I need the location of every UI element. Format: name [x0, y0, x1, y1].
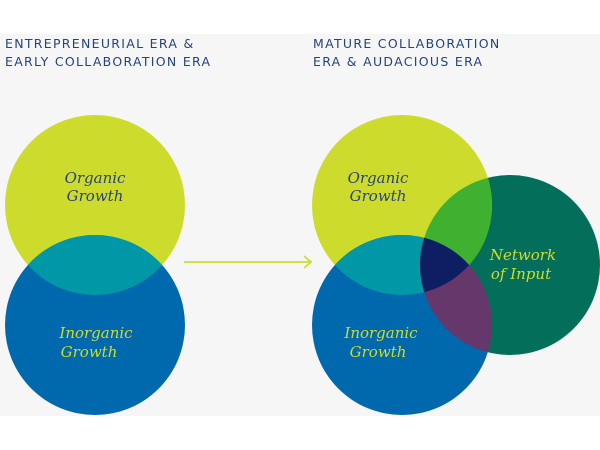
- right-network-label-1: Network: [489, 246, 556, 264]
- right-organic-label-2: Growth: [350, 187, 407, 205]
- left-overlap: [5, 235, 185, 295]
- left-organic-label-2: Growth: [67, 187, 124, 205]
- right-network-label-2: of Input: [491, 265, 552, 283]
- right-heading-line-2: ERA & AUDACIOUS ERA: [313, 54, 484, 69]
- right-heading: MATURE COLLABORATION ERA & AUDACIOUS ERA: [313, 35, 501, 71]
- right-inorganic-label-2: Growth: [350, 343, 407, 361]
- right-inorganic-network-overlap: [420, 235, 492, 355]
- right-heading-line-1: MATURE COLLABORATION: [313, 36, 501, 51]
- right-inorganic-label-1: Inorganic: [343, 324, 418, 342]
- left-organic-label-1: Organic: [65, 169, 126, 187]
- left-heading-line-2: EARLY COLLABORATION ERA: [5, 54, 212, 69]
- left-heading: ENTREPRENEURIAL ERA & EARLY COLLABORATIO…: [5, 35, 211, 71]
- right-organic-label-1: Organic: [348, 169, 409, 187]
- right-organic-network-overlap: [420, 175, 492, 295]
- left-inorganic-label-1: Inorganic: [58, 324, 133, 342]
- arrow-icon: [184, 255, 313, 269]
- left-inorganic-label-2: Growth: [61, 343, 118, 361]
- left-heading-line-1: ENTREPRENEURIAL ERA &: [5, 36, 195, 51]
